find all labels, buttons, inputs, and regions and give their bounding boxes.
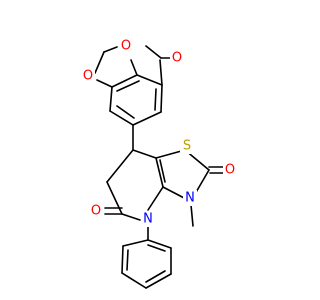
bond [194,169,210,195]
atom-o-lactam: O [89,203,103,219]
bond [132,149,157,159]
bond [160,84,163,113]
bond [106,149,134,183]
bond [121,245,124,274]
bond [116,80,140,92]
bond [147,239,172,249]
bond [130,59,138,76]
bond [122,239,149,247]
bond [111,74,138,88]
atom-label: O [172,51,182,66]
bond [145,45,162,59]
bond [136,74,163,86]
atom-label: S [183,139,191,154]
atom-label-layer: O O O S O N O [81,38,237,227]
atom-s-thiazole: S [180,138,194,154]
structure-canvas: O O O S O N O [81,38,237,289]
atom-o-dioxole-b: O [81,68,95,84]
atom-label: N [143,212,153,227]
bond [106,181,123,215]
atom-label: N [185,191,195,206]
atom-label: O [121,39,131,54]
bond [147,186,164,211]
bond [109,86,113,112]
atom-o-methoxy: O [170,50,184,66]
bond [126,249,129,271]
atom-o-thiazole-carbonyl: O [223,162,237,178]
atom-o-dioxole-a: O [119,38,133,54]
atom-n-thiazole: N [183,190,197,206]
bond-layer [94,45,225,289]
molecule-drawing: O O O S O N O [81,38,237,289]
bond [154,88,157,111]
atom-label: O [225,163,235,178]
bond [96,79,113,88]
bond [145,273,172,289]
bond [116,105,135,119]
bond [162,186,187,200]
bond [159,159,166,183]
atom-label: O [91,204,101,219]
bond [159,59,163,86]
atom-n-lactam: N [141,211,155,227]
bond [94,51,105,74]
bond [121,272,147,289]
bond [155,157,164,188]
bond [132,111,162,126]
bond [121,213,141,221]
bond [145,270,166,283]
bond [190,204,194,227]
bond [109,110,134,126]
atom-label: O [83,69,93,84]
bond [103,46,118,53]
bond [147,244,166,252]
